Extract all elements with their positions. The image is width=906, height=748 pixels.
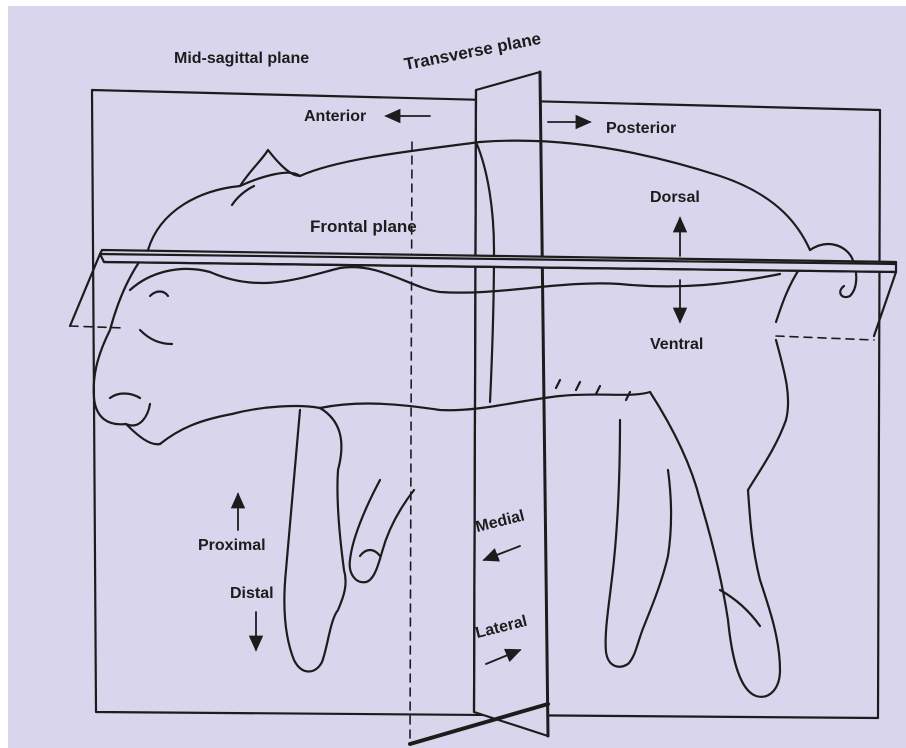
- posterior-label: Posterior: [606, 121, 676, 137]
- distal-label: Distal: [230, 586, 274, 602]
- direction-arrows: [238, 116, 680, 664]
- anterior-label: Anterior: [304, 109, 366, 125]
- mid-sagittal-plane-label: Mid-sagittal plane: [174, 51, 309, 67]
- dorsal-label: Dorsal: [650, 190, 700, 206]
- proximal-label: Proximal: [198, 538, 266, 554]
- ventral-label: Ventral: [650, 337, 703, 353]
- frontal-plane-label: Frontal plane: [310, 218, 417, 235]
